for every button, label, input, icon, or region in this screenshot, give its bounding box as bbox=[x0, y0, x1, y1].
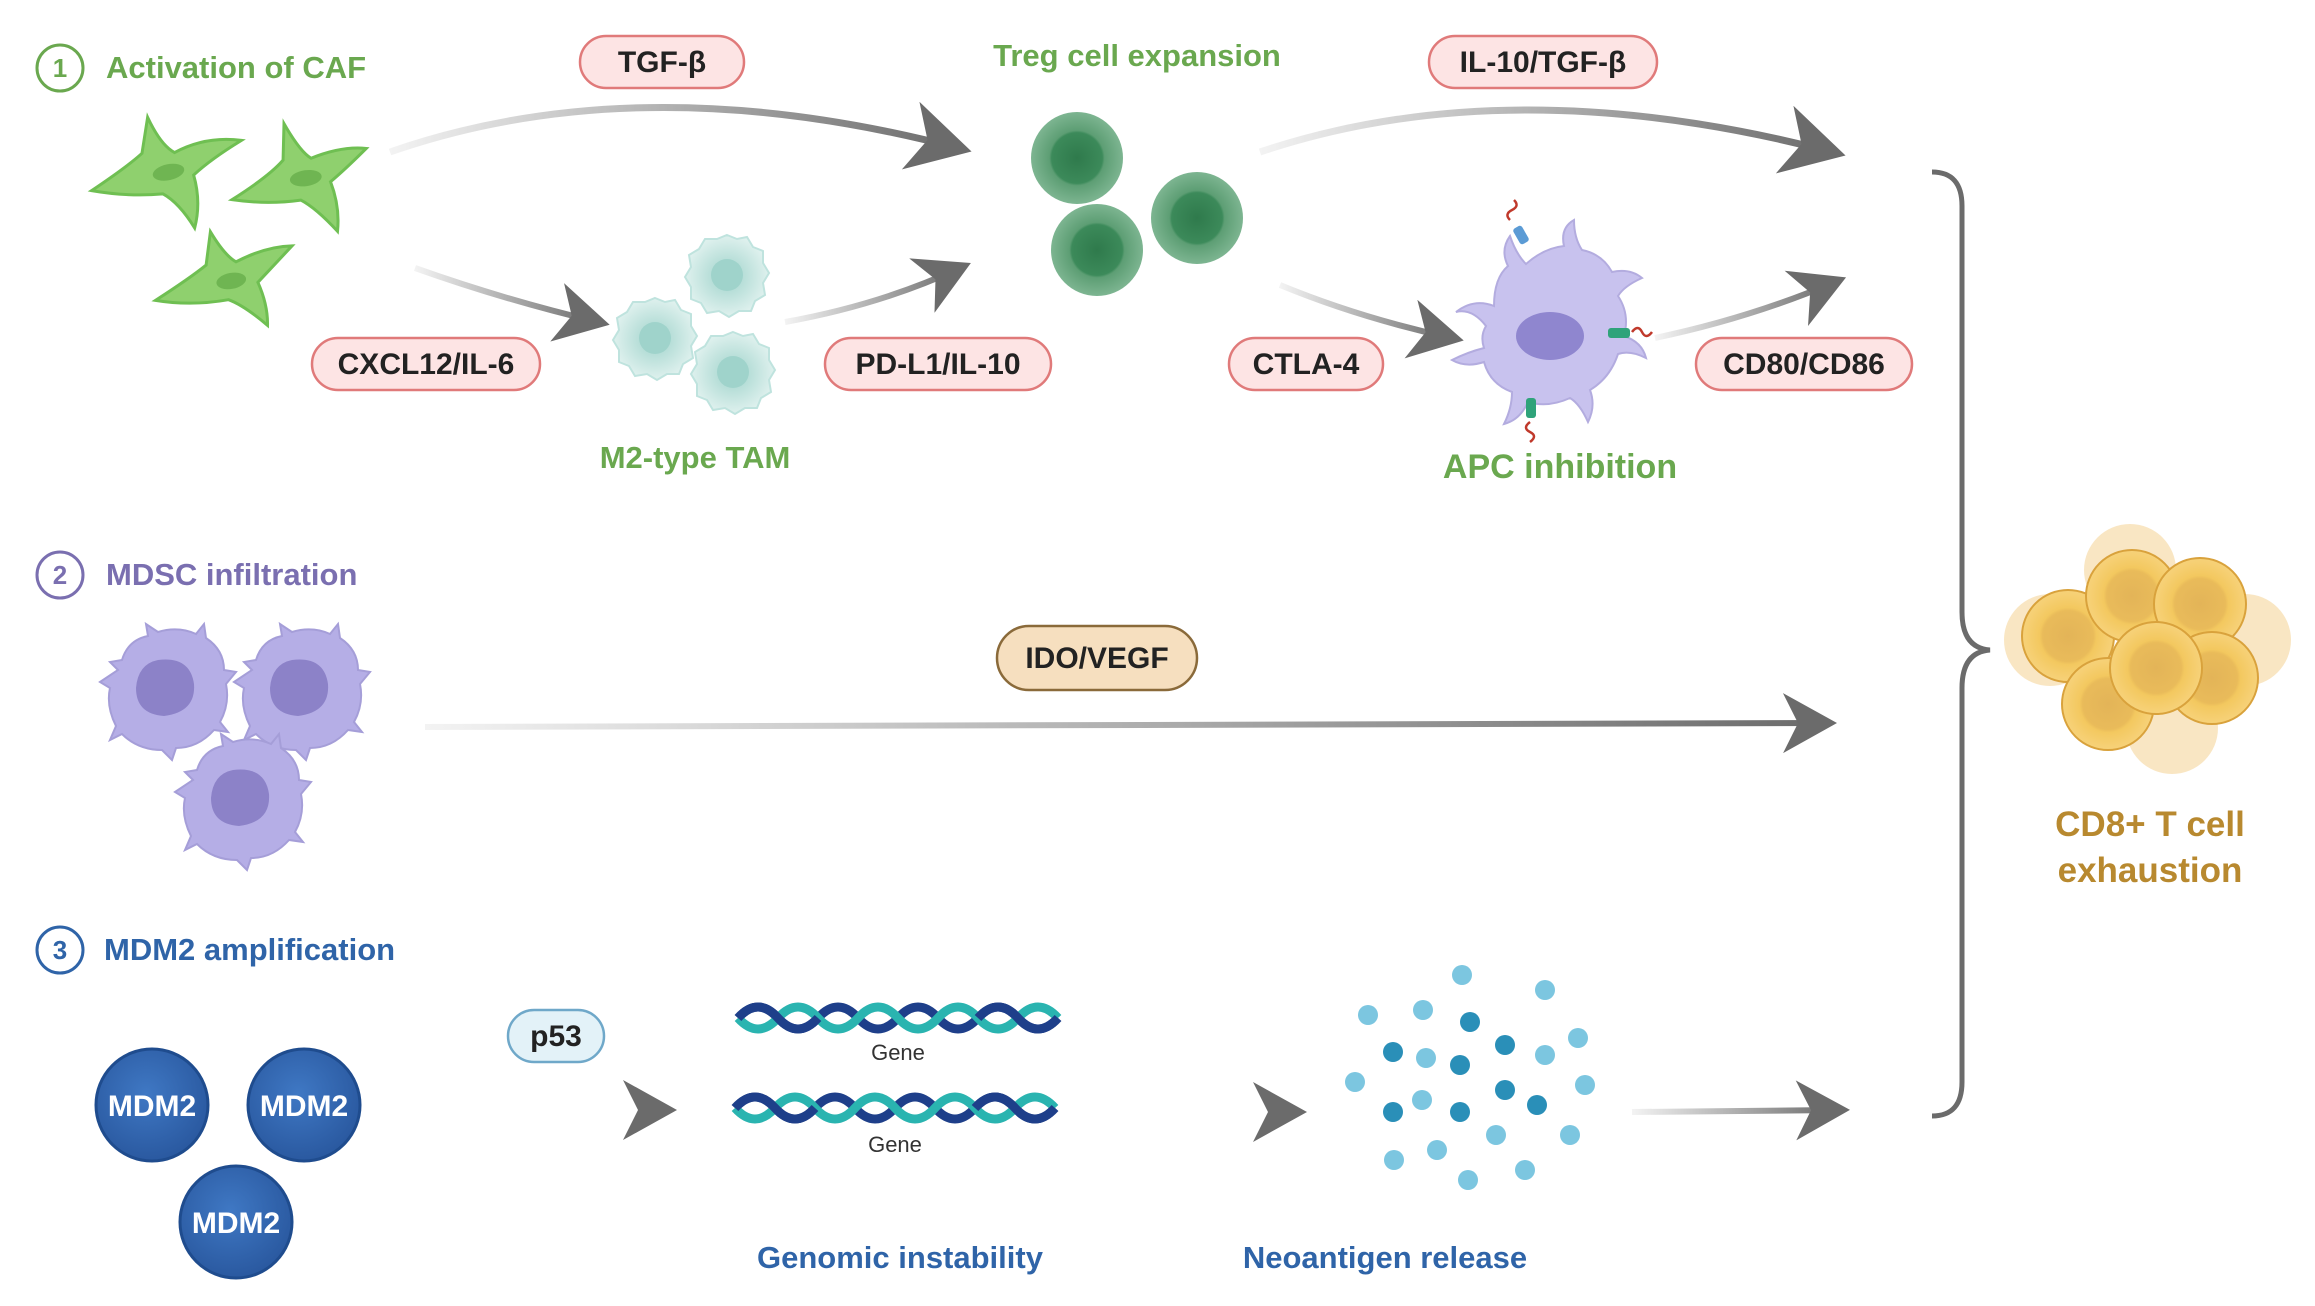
section-1-title: Activation of CAF bbox=[106, 50, 366, 85]
arrow-treg-to-exhaustion bbox=[1258, 105, 1846, 174]
ctla4-label: CTLA-4 bbox=[1253, 348, 1360, 381]
ido-vegf-label: IDO/VEGF bbox=[1025, 642, 1168, 675]
p53-label: p53 bbox=[530, 1020, 582, 1053]
gene-label-2: Gene bbox=[868, 1132, 922, 1157]
neoantigen-release-label: Neoantigen release bbox=[1243, 1240, 1527, 1275]
ido-vegf-pill: IDO/VEGF bbox=[995, 624, 1199, 692]
treg-cell-icon bbox=[1031, 112, 1243, 296]
tgfb-pill: TGF-β bbox=[578, 34, 746, 90]
pdl1-label: PD-L1/IL-10 bbox=[855, 348, 1020, 381]
genomic-instability-label: Genomic instability bbox=[757, 1240, 1044, 1275]
section-2-title: MDSC infiltration bbox=[106, 557, 357, 592]
cd8-exhaustion-label-line2: exhaustion bbox=[2058, 851, 2243, 890]
dna-helix-icon: Gene Gene bbox=[731, 1002, 1062, 1157]
mdm2-cluster: MDM2 MDM2 MDM2 bbox=[94, 1047, 362, 1280]
il10-tgfb-label: IL-10/TGF-β bbox=[1460, 46, 1627, 79]
gene-label-1: Gene bbox=[871, 1040, 925, 1065]
tcell-cluster-icon bbox=[2004, 524, 2291, 774]
arrow-apc-to-exhaustion bbox=[1654, 270, 1847, 341]
mdm2-label-b: MDM2 bbox=[260, 1090, 348, 1123]
arrow-caf-to-tam bbox=[413, 265, 610, 342]
mdm2-label-c: MDM2 bbox=[192, 1207, 280, 1240]
dendritic-cell-icon bbox=[1449, 199, 1653, 443]
section-1-header: 1 Activation of CAF bbox=[35, 43, 366, 93]
cd80-label: CD80/CD86 bbox=[1723, 348, 1885, 381]
tgfb-label: TGF-β bbox=[618, 46, 706, 79]
arrow-caf-to-treg bbox=[388, 101, 972, 170]
il10-tgfb-pill: IL-10/TGF-β bbox=[1427, 34, 1659, 90]
neoantigen-dots-icon bbox=[1345, 965, 1595, 1190]
cd80-pill: CD80/CD86 bbox=[1694, 336, 1914, 392]
cxcl12-label: CXCL12/IL-6 bbox=[338, 348, 515, 381]
section-2-number: 2 bbox=[53, 560, 67, 590]
m2-tam-label: M2-type TAM bbox=[600, 440, 791, 475]
section-3-header: 3 MDM2 amplification bbox=[35, 925, 395, 975]
macrophage-cell-icon bbox=[611, 233, 777, 416]
arrow-treg-to-apc bbox=[1278, 282, 1464, 359]
treg-expansion-label: Treg cell expansion bbox=[993, 38, 1281, 73]
section-3-number: 3 bbox=[53, 935, 67, 965]
ctla4-pill: CTLA-4 bbox=[1227, 336, 1385, 392]
arrow-tam-to-treg bbox=[784, 258, 971, 325]
cxcl12-pill: CXCL12/IL-6 bbox=[310, 336, 542, 392]
section-2-header: 2 MDSC infiltration bbox=[35, 550, 357, 600]
pdl1-pill: PD-L1/IL-10 bbox=[823, 336, 1053, 392]
arrow-mdsc-to-exhaustion bbox=[424, 693, 1837, 754]
mdm2-label-a: MDM2 bbox=[108, 1090, 196, 1123]
p53-pill: p53 bbox=[506, 1008, 606, 1064]
fibroblast-cell-icon bbox=[87, 112, 370, 329]
arrow-neoantigen-to-exhaustion bbox=[1631, 1080, 1850, 1141]
section-3-title: MDM2 amplification bbox=[104, 932, 395, 967]
mdsc-cell-icon bbox=[98, 621, 372, 872]
convergence-brace bbox=[1931, 169, 1991, 1119]
cd8-exhaustion-label-line1: CD8+ T cell bbox=[2055, 805, 2245, 844]
apc-inhibition-label: APC inhibition bbox=[1443, 448, 1677, 486]
section-1-number: 1 bbox=[53, 53, 67, 83]
